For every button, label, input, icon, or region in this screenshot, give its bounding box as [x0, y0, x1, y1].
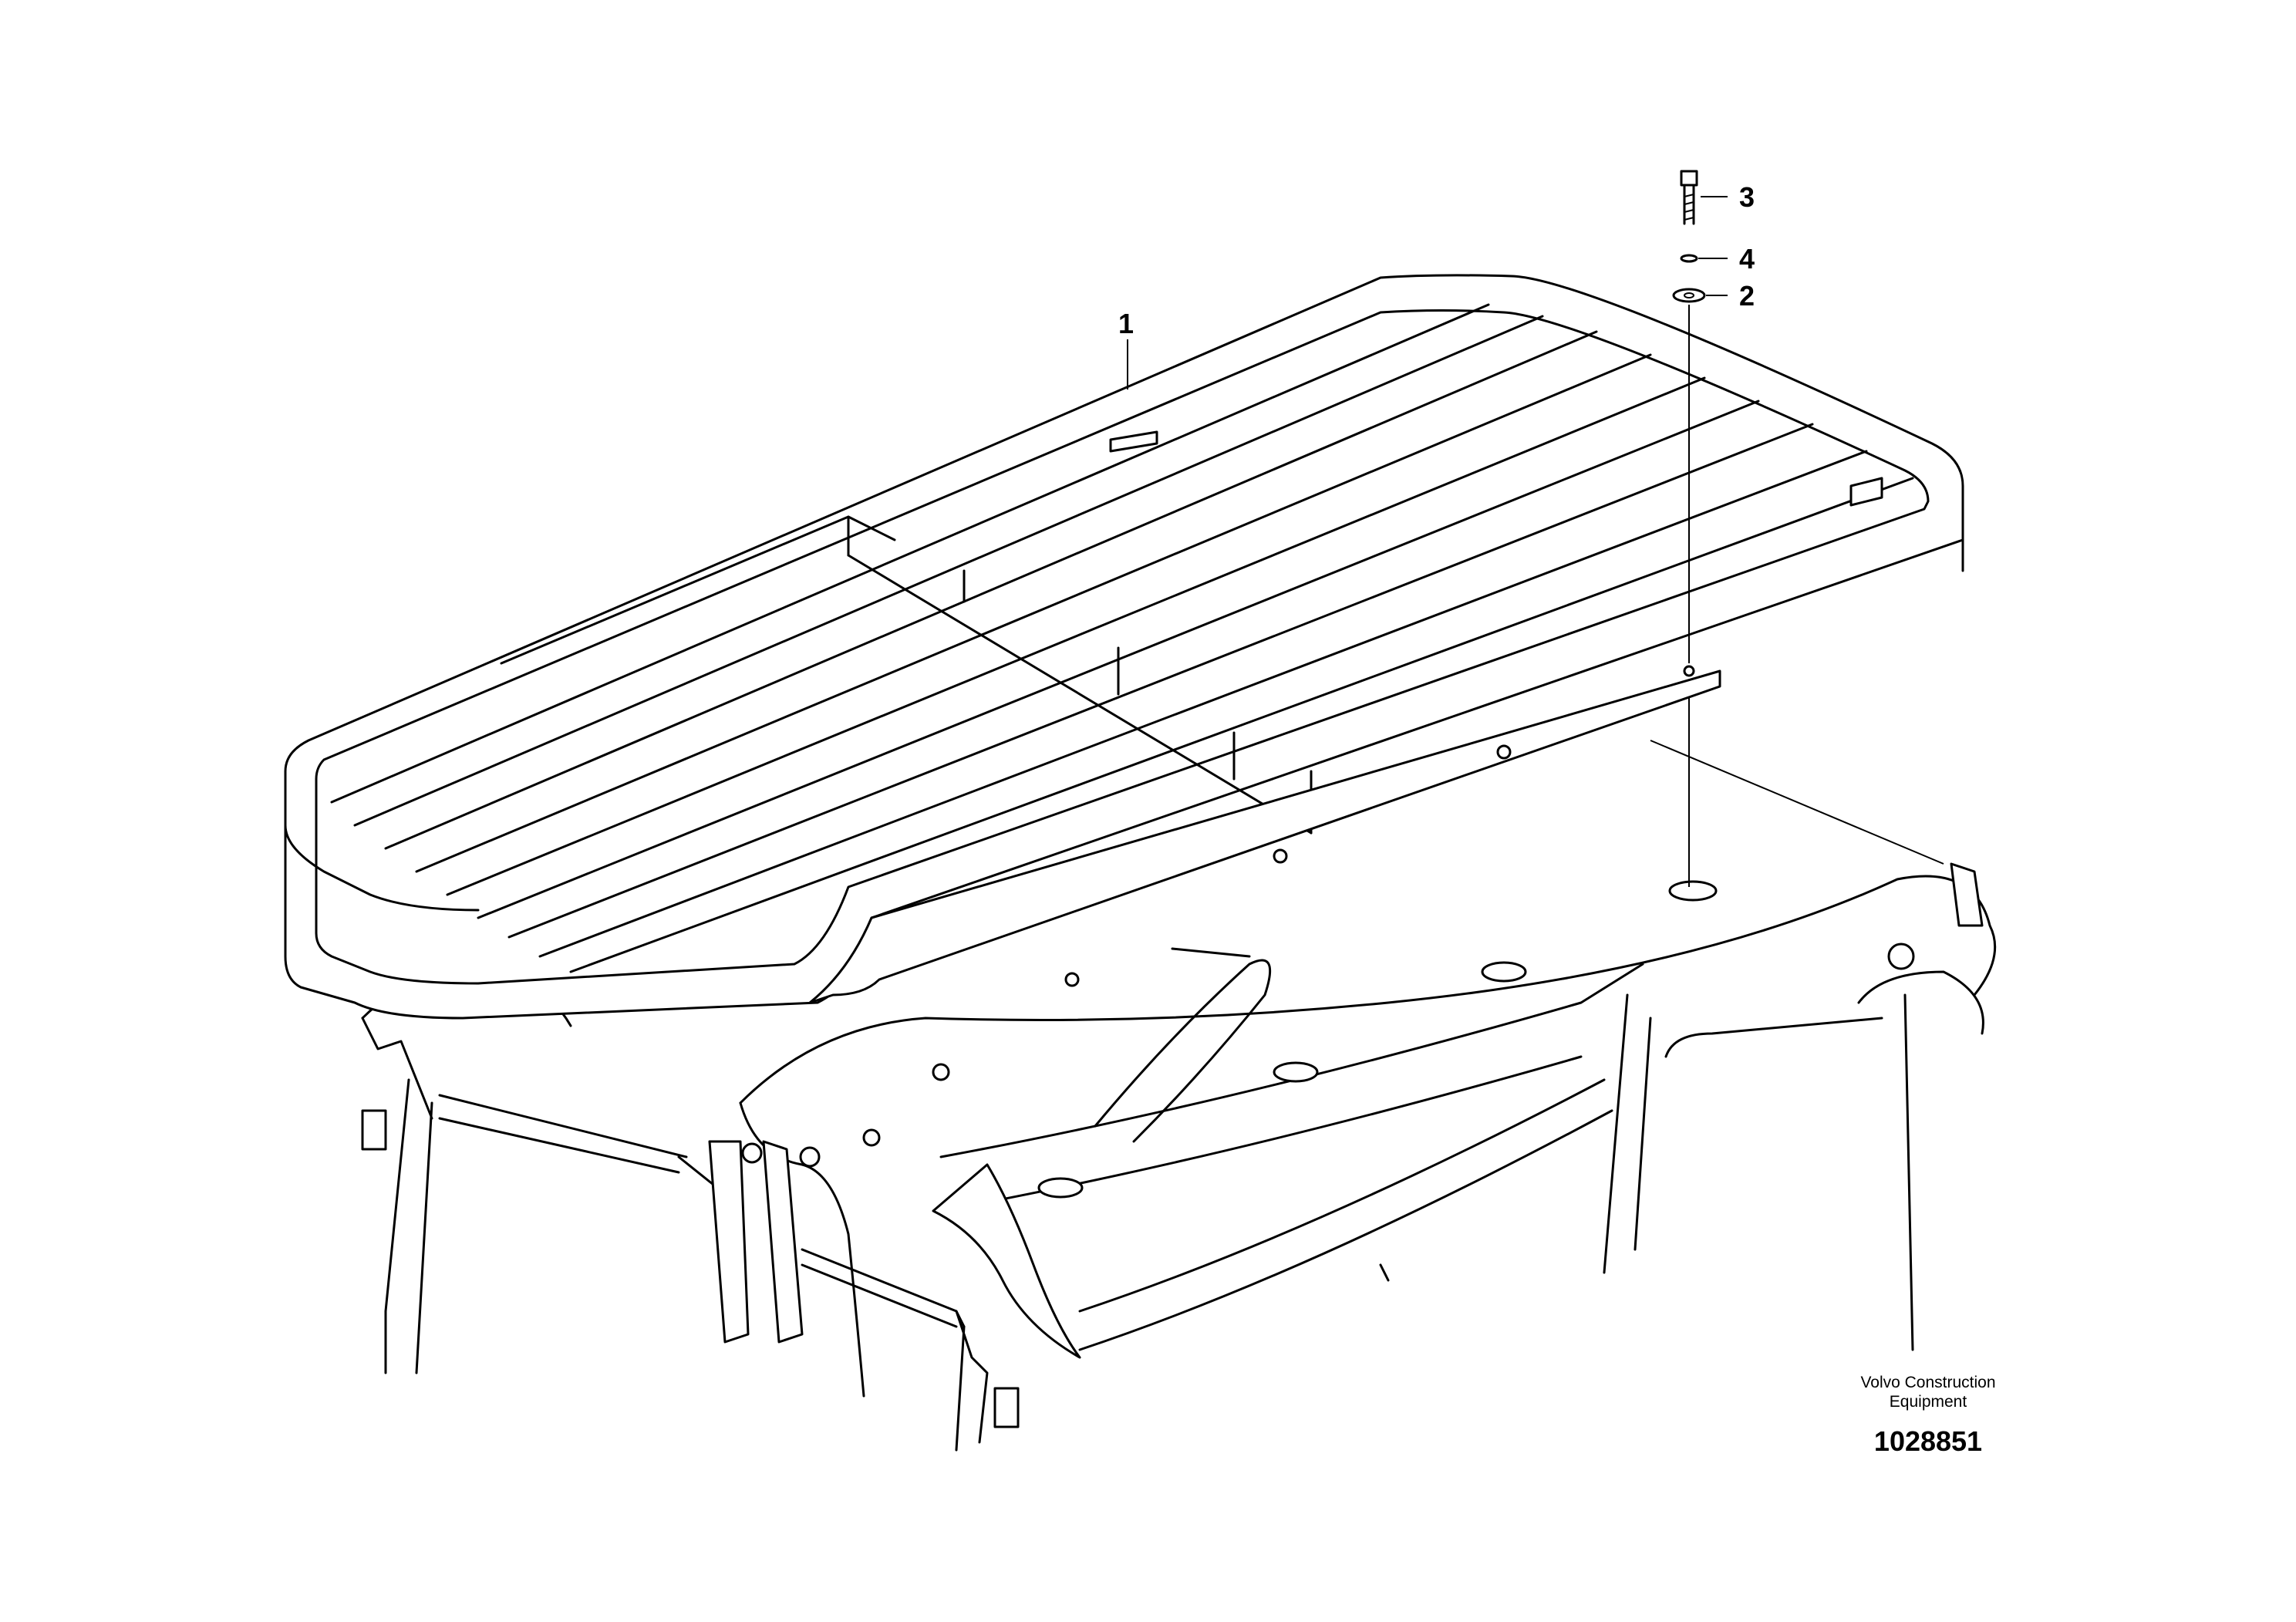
bolt: [1680, 170, 1698, 187]
drawing-number: 1028851: [1873, 1425, 1983, 1457]
spring-washer: [1680, 254, 1698, 263]
cab-body: [361, 740, 1997, 1452]
roof-rack: [284, 274, 1964, 1020]
callout-3: 3: [1739, 181, 1755, 213]
callout-4: 4: [1739, 243, 1755, 275]
fastener-set: [1672, 170, 1706, 887]
callout-2: 2: [1739, 280, 1755, 312]
brand-line-1: Volvo Construction: [1860, 1374, 1996, 1391]
callout-1: 1: [1118, 308, 1134, 339]
manufacturer-block: Volvo Construction Equipment 1028851: [1797, 1373, 2059, 1458]
leader-lines: [1127, 196, 1728, 389]
flat-washer: [1672, 288, 1706, 303]
brand-line-2: Equipment: [1889, 1393, 1967, 1411]
